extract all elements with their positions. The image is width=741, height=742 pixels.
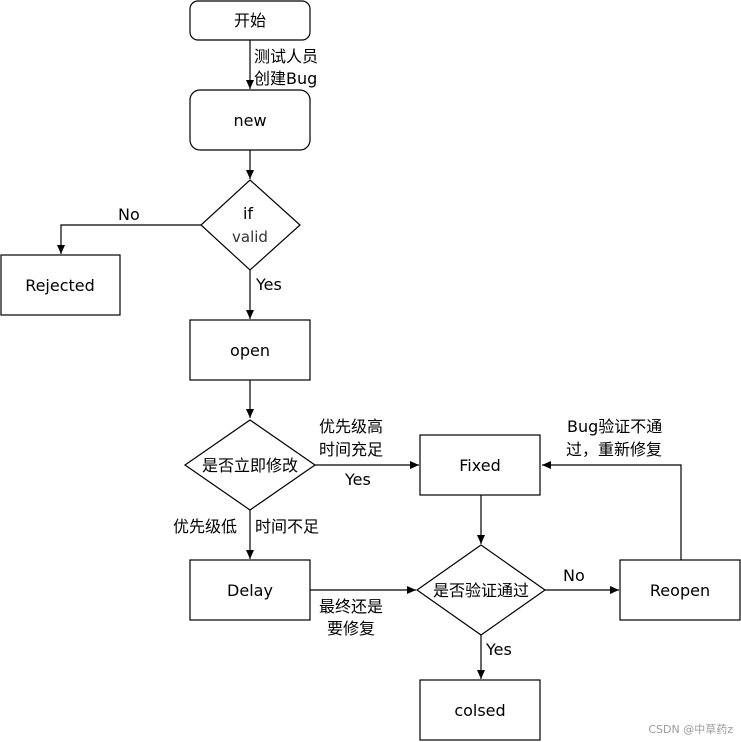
if-label-line2: valid bbox=[232, 228, 268, 246]
modify-decision bbox=[183, 419, 317, 511]
low-priority-left: 优先级低 bbox=[173, 517, 237, 536]
open-label: open bbox=[230, 341, 270, 360]
delay-label: Delay bbox=[227, 581, 273, 600]
verify-label: 是否验证通过 bbox=[433, 581, 529, 600]
closed-node bbox=[419, 679, 541, 741]
start-label: 开始 bbox=[234, 11, 266, 30]
delay-node bbox=[189, 559, 311, 621]
edge-reopen-fixed bbox=[542, 461, 682, 560]
if-label-line1: if bbox=[243, 204, 253, 223]
delay-edge-line2: 要修复 bbox=[327, 619, 375, 638]
edge-labels: 测试人员 创建Bug No Yes 优先级高 时间充足 Yes 优先级低 时间不… bbox=[118, 47, 662, 659]
tester-label-line1: 测试人员 bbox=[254, 47, 318, 66]
verify-decision bbox=[415, 544, 547, 636]
modify-label: 是否立即修改 bbox=[202, 456, 298, 475]
node-labels: 开始 new if valid Rejected open 是否立即修改 Fix… bbox=[25, 11, 710, 720]
rejected-label: Rejected bbox=[25, 276, 95, 295]
rejected-node bbox=[0, 254, 121, 316]
high-priority-line2: 时间充足 bbox=[319, 440, 383, 459]
start-node bbox=[189, 0, 311, 41]
reopen-edge-line2: 过，重新修复 bbox=[566, 440, 662, 459]
fixed-label: Fixed bbox=[459, 456, 500, 475]
edge-if-rejected bbox=[57, 224, 201, 254]
reopen-edge-line1: Bug验证不通 bbox=[567, 417, 662, 436]
yes-open-label: Yes bbox=[255, 275, 282, 294]
fixed-node bbox=[419, 434, 541, 496]
closed-label: colsed bbox=[454, 701, 505, 720]
open-node bbox=[189, 319, 311, 381]
high-priority-line1: 优先级高 bbox=[319, 417, 383, 436]
tester-label-line2: 创建Bug bbox=[254, 69, 317, 88]
low-priority-right: 时间不足 bbox=[255, 517, 319, 536]
reopen-label: Reopen bbox=[650, 581, 710, 600]
csdn-watermark: CSDN @中草药z bbox=[648, 723, 733, 736]
if-valid-decision bbox=[200, 179, 301, 271]
no-reject-label: No bbox=[118, 205, 140, 224]
no-reopen-label: No bbox=[563, 566, 585, 585]
delay-edge-line1: 最终还是 bbox=[319, 597, 383, 616]
yes-fixed-label: Yes bbox=[344, 470, 371, 489]
connectors bbox=[57, 40, 682, 679]
new-node bbox=[189, 89, 311, 151]
yes-closed-label: Yes bbox=[485, 640, 512, 659]
new-label: new bbox=[233, 111, 266, 130]
reopen-node bbox=[619, 559, 741, 621]
